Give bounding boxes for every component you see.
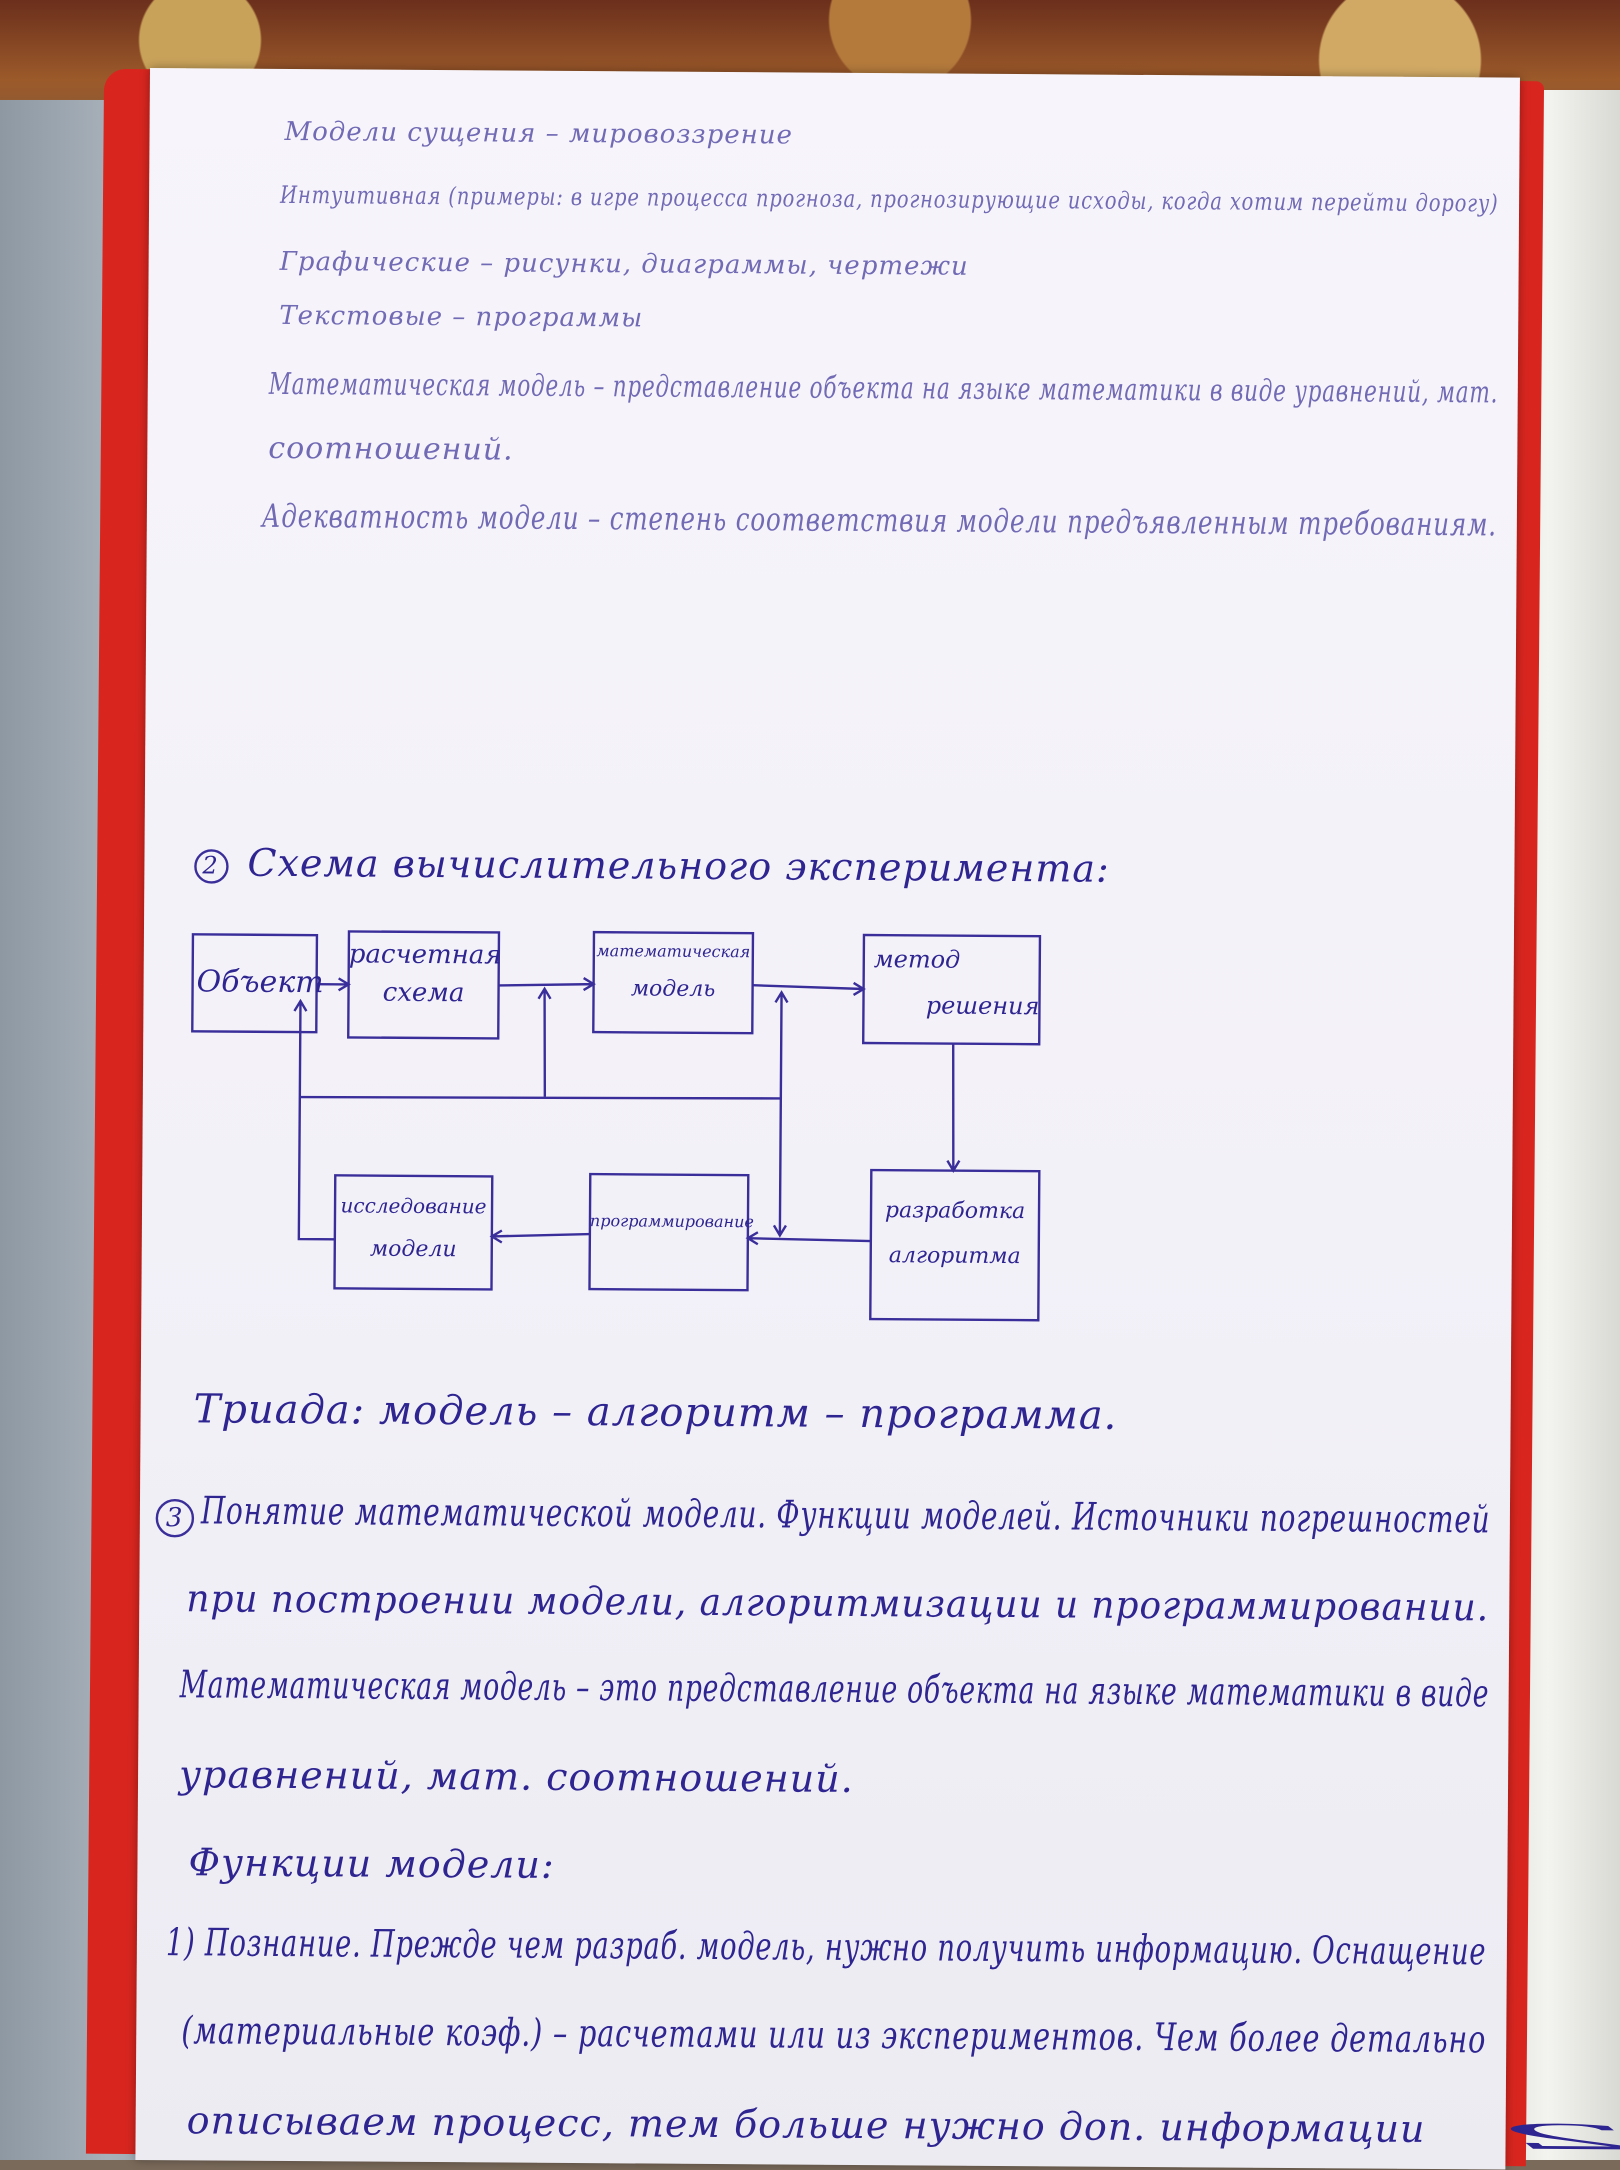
arrow-algorithm-programming [745,1231,871,1246]
arrow-mathmodel-method [752,981,866,996]
section-3-circle [155,1499,195,1538]
arrow-programming-research [489,1229,590,1244]
section-2-number: 2 [202,851,219,880]
arrow-method-algorithm [946,1043,961,1173]
arrow-vertical-double [772,990,789,1238]
section-3-number: 3 [165,1503,184,1534]
box-mathmodel-frame [592,930,755,1035]
arrow-object-calc [316,977,351,992]
box-research-frame [333,1174,494,1291]
page-number: 2 [1487,2117,1620,2159]
box-programming-frame [588,1172,750,1292]
page-number-circle-svg [230,69,1615,2170]
box-algorithm-frame [869,1168,1041,1322]
notebook-page: Модели сущения – мировоззрение Интуитивн… [135,68,1620,2170]
flow-diagram [191,849,1042,1322]
feedback-line [299,1095,781,1100]
arrow-feedback-calc [537,986,552,1097]
arrow-research-object [293,998,335,1241]
arrow-calc-mathmodel [498,977,596,992]
section-2-circle [194,849,229,884]
section-3-circle-svg [155,1499,195,1538]
